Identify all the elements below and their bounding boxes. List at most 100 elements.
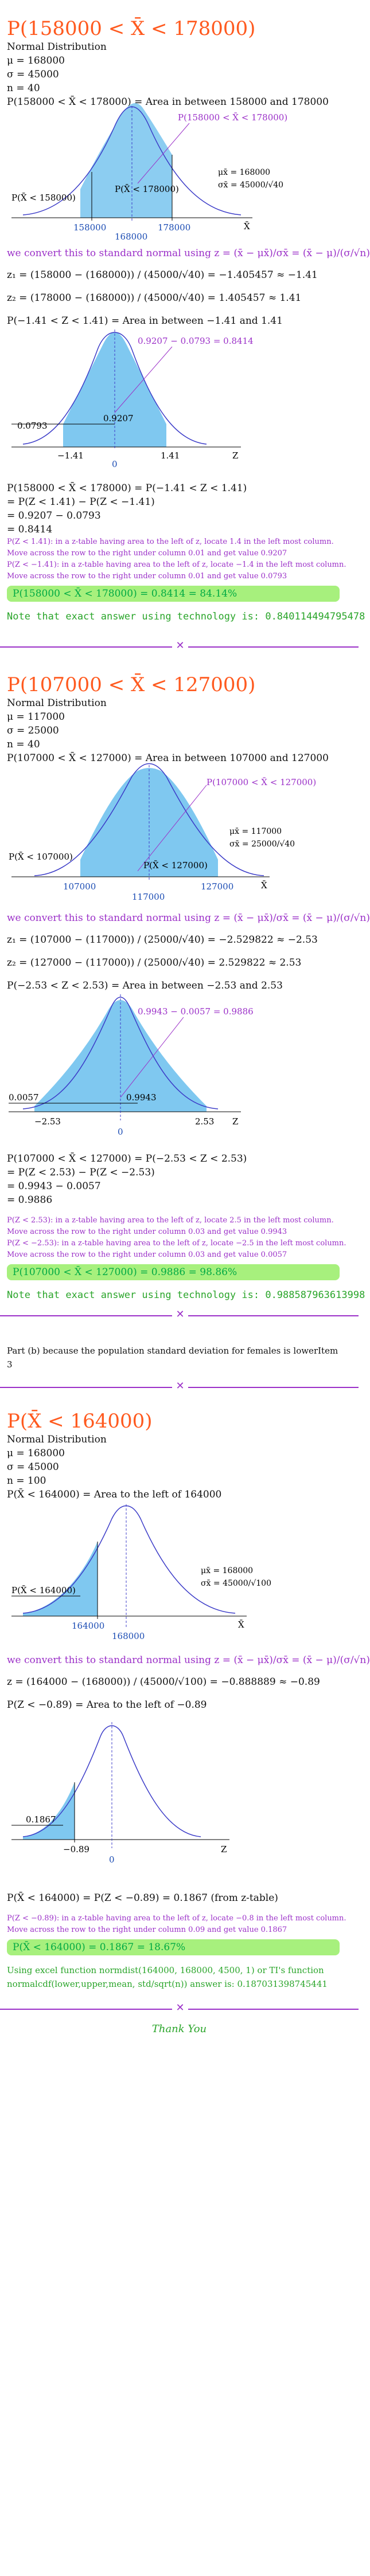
- tick-left: 107000: [63, 881, 96, 892]
- pointer-line: [137, 785, 207, 872]
- part-b-steps: P(107000 < X̄ < 127000) = P(−2.53 < Z < …: [0, 1152, 365, 1302]
- axis-label: X̄: [261, 880, 267, 891]
- step-3: = 0.9207 − 0.0793: [7, 510, 101, 522]
- part-b-convert: we convert this to standard normal using…: [0, 911, 370, 993]
- mu-value: μ = 168000: [7, 55, 65, 66]
- normal-curve: [22, 997, 219, 1109]
- result-box: P(107000 < X̄ < 127000) = 0.9886 = 98.86…: [7, 1264, 340, 1280]
- dist-label: Normal Distribution: [7, 41, 107, 53]
- axis-label: Z: [221, 1844, 227, 1854]
- left-label: P(X̄ < 164000): [11, 1585, 76, 1595]
- pointer-line: [137, 123, 190, 184]
- sigma-label: σx̄ = 45000/√100: [201, 1579, 271, 1588]
- z2-line: z₂ = (178000 − (168000)) / (45000/√40) =…: [7, 292, 302, 304]
- tick-right: 1.41: [161, 450, 180, 461]
- step-4: = 0.8414: [7, 524, 53, 535]
- left-label: 0.0057: [9, 1092, 39, 1103]
- n-value: n = 100: [7, 1475, 46, 1487]
- note-1: P(Z < 1.41): in a z-table having area to…: [7, 538, 334, 558]
- part-b-sample-graph: P(107000 < X̄ < 127000) P(X̄ < 127000) P…: [9, 763, 316, 902]
- tech-note: Note that exact answer using technology …: [0, 1288, 365, 1302]
- thanks-section: Thank You: [0, 2023, 359, 2035]
- tech-value: Note that exact answer using technology …: [7, 611, 365, 622]
- part-a-convert: we convert this to standard normal using…: [0, 246, 370, 328]
- part-c-convert: we convert this to standard normal using…: [0, 1653, 370, 1712]
- part-b-answer: Part (b) because the population standard…: [0, 1344, 359, 1371]
- part-b-num: 3: [7, 1359, 13, 1370]
- part-c: P(X̄ < 164000) Normal Distribution μ = 1…: [0, 1410, 359, 1501]
- sigma-value: σ = 45000: [7, 69, 59, 80]
- dist-label: Normal Distribution: [7, 1434, 107, 1445]
- tick-left: −2.53: [34, 1116, 61, 1127]
- convert-line: we convert this to standard normal using…: [7, 1654, 370, 1666]
- tech-line-1: Using excel function normdist(164000, 16…: [7, 1965, 324, 1975]
- step-1: P(158000 < X̄ < 178000) = P(−1.41 < Z < …: [7, 483, 247, 494]
- pointer-line: [120, 1017, 184, 1098]
- zero-label: 0: [109, 1854, 115, 1865]
- shaded-area: [23, 1782, 75, 1840]
- mid-label: 0.9943: [126, 1092, 157, 1103]
- sigma-value: σ = 25000: [7, 725, 59, 736]
- step-4: = 0.9886: [7, 1194, 53, 1206]
- left-label: P(X̄ < 107000): [9, 852, 73, 862]
- part-a-title: P(158000 < X̄ < 178000): [7, 17, 256, 40]
- tick-right: 127000: [201, 881, 233, 892]
- tick-right: 178000: [158, 222, 190, 233]
- top-label: 0.9207 − 0.0793 = 0.8414: [138, 336, 254, 346]
- tick-right: 2.53: [195, 1116, 214, 1127]
- z-area-line: P(−2.53 < Z < 2.53) = Area in between −2…: [7, 980, 283, 991]
- part-b: P(107000 < X̄ < 127000) Normal Distribut…: [0, 673, 359, 765]
- mu-value: μ = 168000: [7, 1448, 65, 1459]
- part-c-steps: P(X̄ < 164000) = P(Z < −0.89) = 0.1867 (…: [0, 1891, 359, 1991]
- axis-label: X̄: [244, 221, 250, 232]
- convert-line: we convert this to standard normal using…: [7, 248, 370, 259]
- part-a-sample-graph: P(158000 < X̄ < 178000) P(X̄ < 178000) P…: [11, 103, 287, 242]
- part-b-z-graph: 0.9943 − 0.0057 = 0.9886 0.9943 0.0057 −…: [9, 994, 254, 1137]
- part-a-steps: P(158000 < X̄ < 178000) = P(−1.41 < Z < …: [0, 481, 365, 624]
- area-statement: P(X̄ < 164000) = Area to the left of 164…: [7, 1489, 222, 1500]
- part-c-sample-graph: P(X̄ < 164000) μx̄ = 168000 σx̄ = 45000/…: [11, 1504, 271, 1641]
- mid-label: 0.9207: [103, 413, 134, 424]
- part-b-title: P(107000 < X̄ < 127000): [7, 673, 256, 696]
- thanks-text: Thank You: [151, 2023, 207, 2035]
- part-c-title: P(X̄ < 164000): [7, 1410, 153, 1433]
- tick-left: 158000: [73, 222, 106, 233]
- step-2: = P(Z < 1.41) − P(Z < −1.41): [7, 496, 155, 508]
- axis-label: Z: [232, 450, 238, 461]
- tick-left: −1.41: [57, 450, 84, 461]
- mu-label: μx̄ = 168000: [201, 1566, 253, 1575]
- divider-ornament-icon: ✕: [172, 640, 188, 652]
- step-line: P(X̄ < 164000) = P(Z < −0.89) = 0.1867 (…: [7, 1892, 278, 1904]
- shaded-area: [23, 1542, 98, 1616]
- z1-line: z₁ = (158000 − (168000)) / (45000/√40) =…: [7, 269, 318, 281]
- axis-label: Z: [232, 1116, 238, 1127]
- step-2: = P(Z < 2.53) − P(Z < −2.53): [7, 1167, 155, 1178]
- part-a: P(158000 < X̄ < 178000) Normal Distribut…: [0, 17, 359, 109]
- mu-label: μx̄ = 117000: [229, 827, 282, 836]
- tech-note: Note that exact answer using technology …: [0, 610, 365, 624]
- z2-line: z₂ = (127000 − (117000)) / (25000/√40) =…: [7, 957, 302, 969]
- sigma-value: σ = 45000: [7, 1461, 59, 1473]
- part-c-z-graph: 0.1867 −0.89 0 Z: [11, 1722, 229, 1865]
- z1-line: z₁ = (107000 − (117000)) / (25000/√40) =…: [7, 934, 318, 946]
- shaded-area: [80, 103, 172, 218]
- mu-value: μ = 117000: [7, 711, 65, 723]
- note-2: P(Z < −1.41): in a z-table having area t…: [7, 560, 346, 581]
- left-label: P(X̄ < 158000): [11, 193, 76, 203]
- center-label: 168000: [112, 1631, 145, 1641]
- step-3: = 0.9943 − 0.0057: [7, 1181, 101, 1192]
- normal-curve: [34, 763, 264, 876]
- result-box: P(X̄ < 164000) = 0.1867 = 18.67%: [7, 1939, 340, 1955]
- sigma-label: σx̄ = 25000/√40: [229, 840, 295, 849]
- divider-ornament-icon: ✕: [172, 1380, 188, 1392]
- note-1: P(Z < 2.53): in a z-table having area to…: [7, 1216, 334, 1236]
- area-label: P(107000 < X̄ < 127000): [207, 777, 316, 787]
- dist-label: Normal Distribution: [7, 697, 107, 709]
- result-box: P(158000 < X̄ < 178000) = 0.8414 = 84.14…: [7, 586, 340, 602]
- left-label: 0.0793: [17, 421, 48, 431]
- tick-label: 164000: [72, 1621, 104, 1631]
- region-label: P(X̄ < 127000): [143, 860, 208, 871]
- part-b-text: Part (b) because the population standard…: [7, 1346, 338, 1356]
- area-statement: P(107000 < X̄ < 127000) = Area in betwee…: [7, 752, 329, 764]
- sigma-label: σx̄ = 45000/√40: [218, 181, 283, 190]
